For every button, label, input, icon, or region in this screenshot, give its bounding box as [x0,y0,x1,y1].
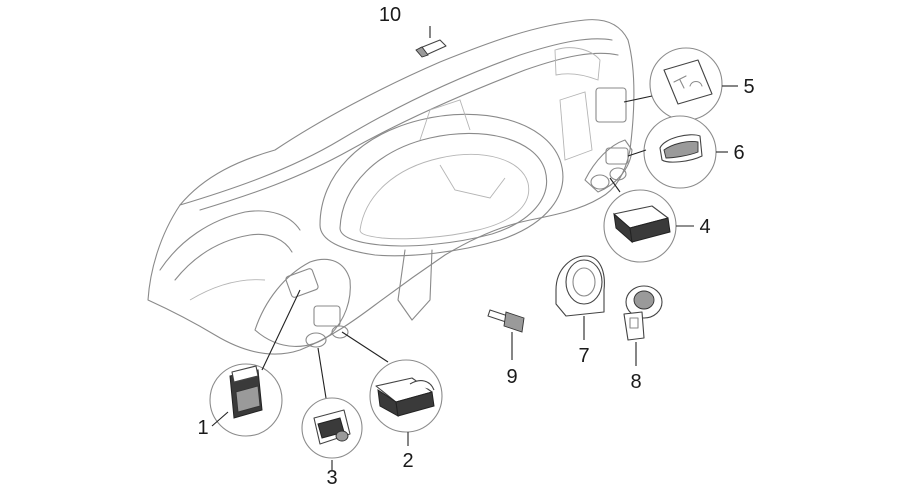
callout-1: 1 [197,417,208,439]
part-7-ring [555,255,605,340]
callout-7: 7 [578,345,589,367]
part-1-rocker-switch [209,289,301,437]
callout-9: 9 [506,366,517,388]
part-10-bulb [415,26,447,58]
part-9-bulb-holder [487,309,525,360]
callout-labels: 1 2 3 4 5 6 7 8 9 10 [197,4,754,488]
dashboard-body [147,19,635,355]
part-2-push-switch [341,331,443,446]
callout-4: 4 [699,216,710,238]
part-6-trim-button [627,115,728,189]
callout-8: 8 [630,371,641,393]
part-4-rocker-switch [603,177,694,263]
callout-3: 3 [326,467,337,488]
callout-5: 5 [743,76,754,98]
callout-10: 10 [379,4,401,26]
callout-6: 6 [733,142,744,164]
callout-2: 2 [402,450,413,472]
part-8-connector [623,285,663,366]
part-5-hazard-switch [623,47,738,121]
part-3-small-switch [301,347,363,470]
